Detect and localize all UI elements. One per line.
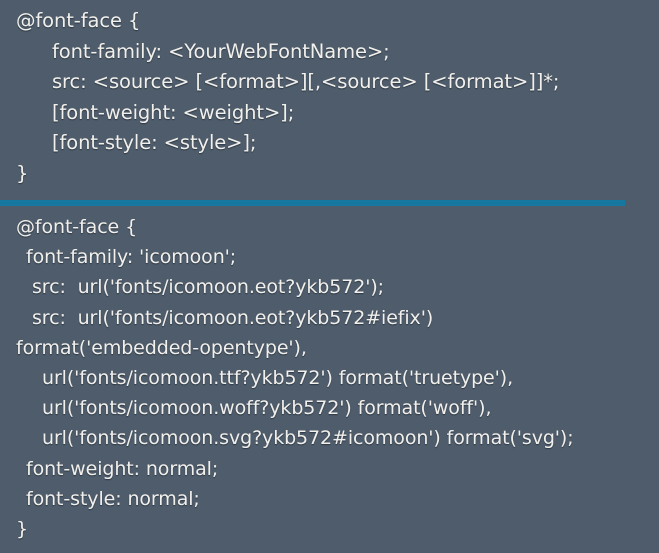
code-line: src: url('fonts/icomoon.eot?ykb572'); <box>32 276 384 299</box>
code-line: font-weight: normal; <box>26 457 219 480</box>
code-block-font-face-syntax: @font-face { font-family: <YourWebFontNa… <box>0 6 659 189</box>
code-line: font-style: normal; <box>26 487 200 510</box>
code-line: [font-style: <style>]; <box>52 131 257 154</box>
code-line: @font-face { <box>16 9 141 32</box>
code-line: font-family: <YourWebFontName>; <box>52 39 390 63</box>
section-divider <box>0 200 625 206</box>
code-line: @font-face { <box>16 216 138 238</box>
code-block-font-face-icomoon-example: @font-face { font-family: 'icomoon'; src… <box>0 212 659 544</box>
code-line: src: url('fonts/icomoon.eot?ykb572#iefix… <box>32 306 434 329</box>
code-line: url('fonts/icomoon.svg?ykb572#icomoon') … <box>42 427 574 450</box>
code-line: [font-weight: <weight>]; <box>52 100 295 124</box>
code-line: format('embedded-opentype'), <box>16 336 307 359</box>
code-line: url('fonts/icomoon.ttf?ykb572') format('… <box>42 367 514 390</box>
code-line: } <box>16 161 29 185</box>
code-line: url('fonts/icomoon.woff?ykb572') format(… <box>42 397 492 420</box>
code-line: font-family: 'icomoon'; <box>26 246 237 269</box>
code-line: } <box>16 518 28 541</box>
code-line: src: <source> [<format>][,<source> [<for… <box>52 70 560 93</box>
